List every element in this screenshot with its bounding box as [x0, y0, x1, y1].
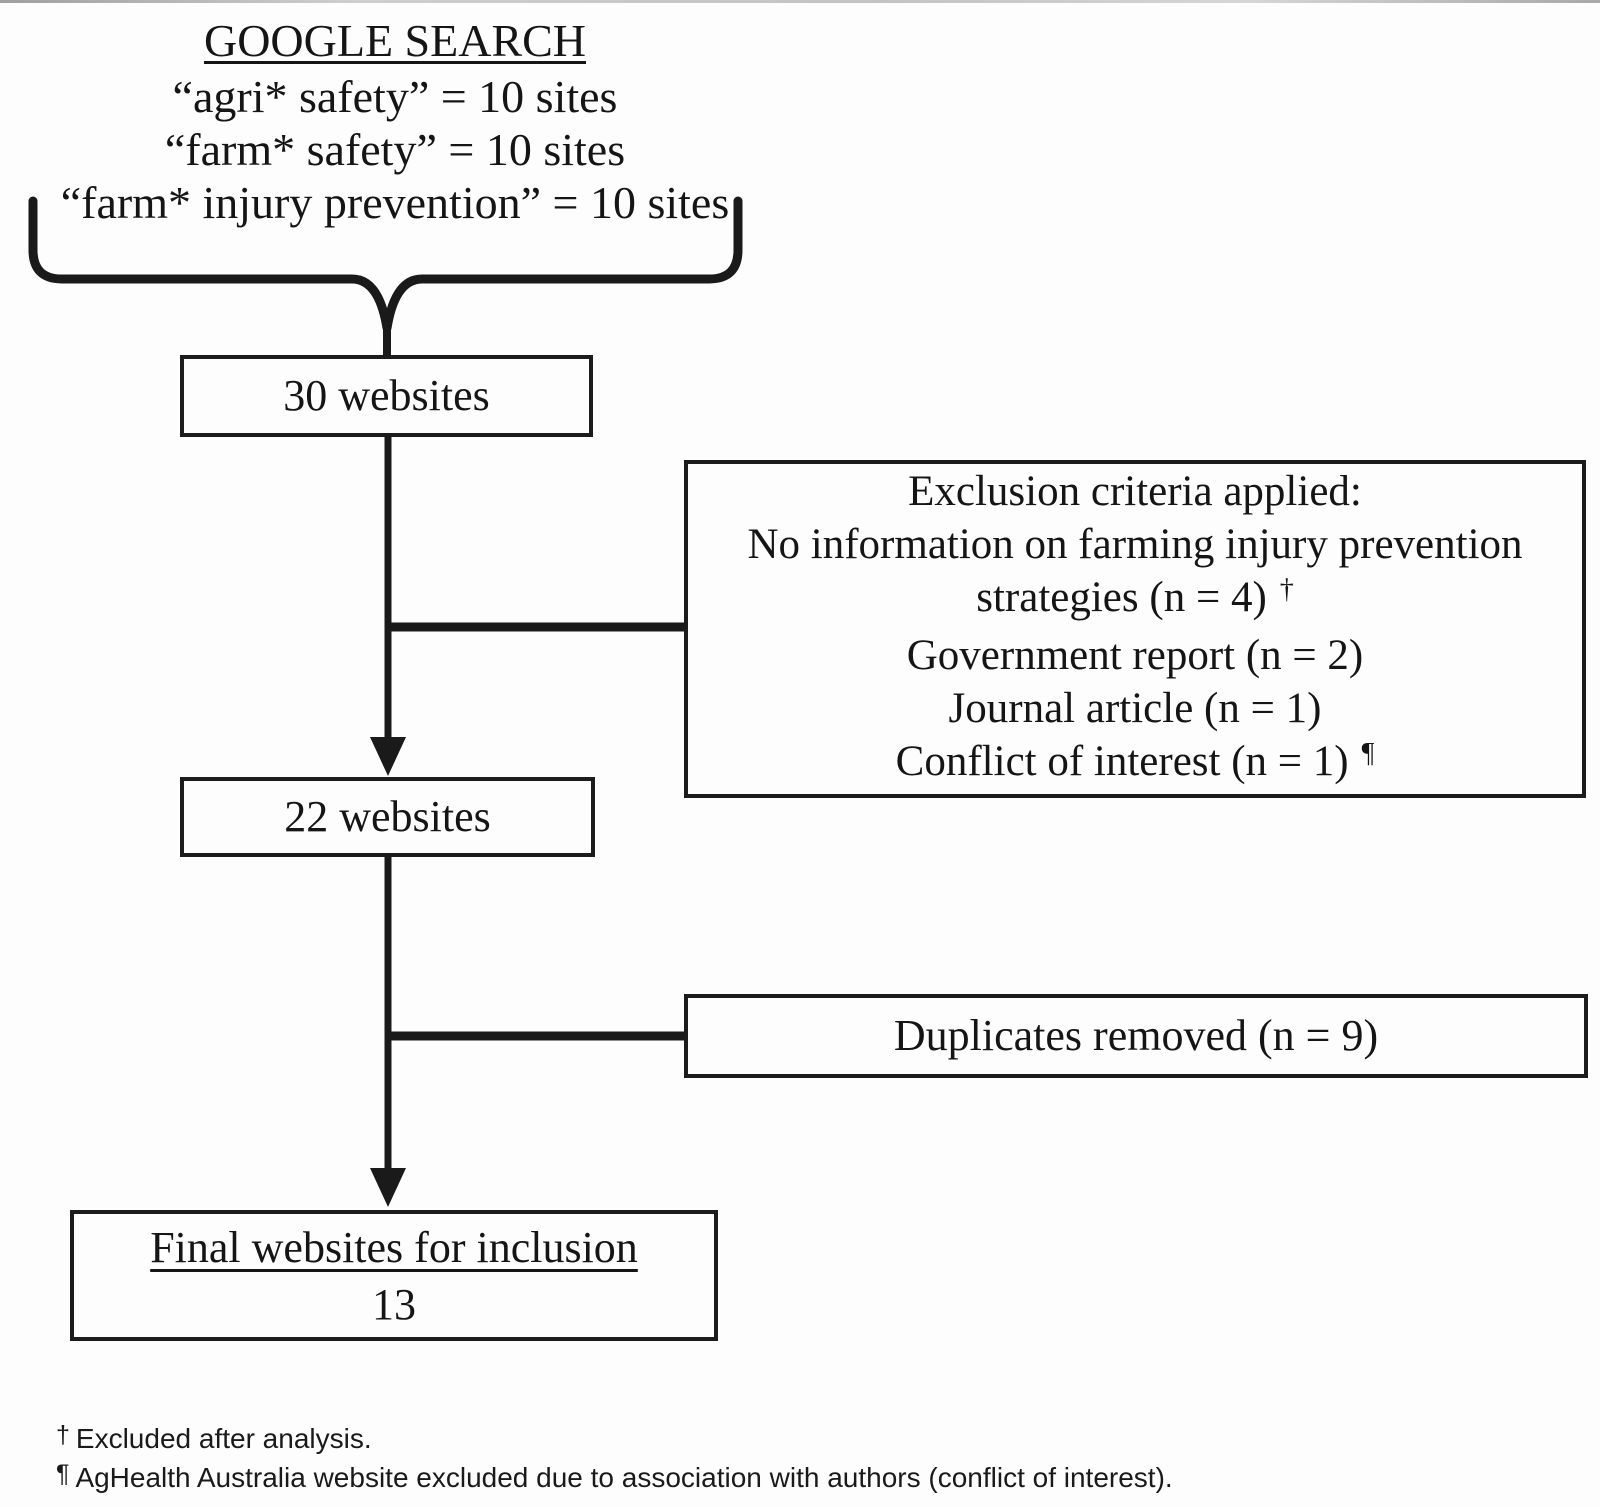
arrowhead-30-to-22 [370, 737, 406, 776]
pilcrow-symbol: ¶ [56, 1460, 70, 1488]
google-search-title: GOOGLE SEARCH [203, 15, 587, 66]
exclusion-line-strategies: strategies (n = 4) † [976, 571, 1294, 629]
arrowhead-22-to-final [370, 1168, 406, 1207]
exclusion-line-government-report-text: Government report (n = 2) [906, 632, 1364, 679]
exclusion-line-strategies-text: strategies (n = 4) [976, 574, 1267, 621]
footnotes: †Excluded after analysis. ¶AgHealth Aust… [56, 1420, 1173, 1498]
exclusion-line-government-report: Government report (n = 2) [907, 629, 1364, 682]
exclusion-line-journal-article: Journal article (n = 1) [949, 682, 1322, 735]
dagger-superscript: † [1279, 574, 1294, 605]
footnote-dagger-text: Excluded after analysis. [75, 1423, 372, 1454]
exclusion-line-no-information: No information on farming injury prevent… [747, 518, 1522, 571]
box-30-websites-label: 30 websites [283, 371, 490, 420]
box-22-websites: 22 websites [180, 777, 595, 857]
exclusion-line-heading: Exclusion criteria applied: [908, 465, 1362, 518]
box-duplicates-removed-label: Duplicates removed (n = 9) [893, 1011, 1379, 1060]
exclusion-line-no-information-text: No information on farming injury prevent… [747, 521, 1523, 568]
box-duplicates-removed: Duplicates removed (n = 9) [684, 994, 1588, 1078]
scan-artifact-line [0, 0, 1600, 3]
box-22-websites-label: 22 websites [284, 792, 491, 841]
exclusion-line-heading-text: Exclusion criteria applied: [908, 468, 1362, 515]
search-term-farm-injury-prevention: “farm* injury prevention” = 10 sites [60, 177, 730, 228]
footnote-dagger: †Excluded after analysis. [56, 1420, 1173, 1459]
search-header: GOOGLE SEARCH “agri* safety” = 10 sites … [0, 12, 790, 229]
box-30-websites: 30 websites [180, 355, 593, 437]
box-exclusion-criteria: Exclusion criteria applied: No informati… [684, 460, 1586, 798]
final-inclusion-title: Final websites for inclusion [150, 1222, 638, 1272]
footnote-pilcrow: ¶AgHealth Australia website excluded due… [56, 1459, 1173, 1498]
footnote-pilcrow-text: AgHealth Australia website excluded due … [75, 1462, 1173, 1493]
exclusion-line-journal-article-text: Journal article (n = 1) [948, 685, 1322, 732]
dagger-symbol: † [56, 1421, 70, 1449]
search-term-farm-safety: “farm* safety” = 10 sites [164, 124, 626, 175]
final-inclusion-count: 13 [372, 1279, 416, 1329]
search-term-agri-safety: “agri* safety” = 10 sites [172, 71, 618, 122]
exclusion-line-conflict-of-interest: Conflict of interest (n = 1) ¶ [896, 735, 1375, 793]
box-final-inclusion: Final websites for inclusion 13 [70, 1210, 718, 1341]
pilcrow-superscript: ¶ [1361, 738, 1375, 769]
exclusion-line-conflict-of-interest-text: Conflict of interest (n = 1) [895, 738, 1349, 785]
